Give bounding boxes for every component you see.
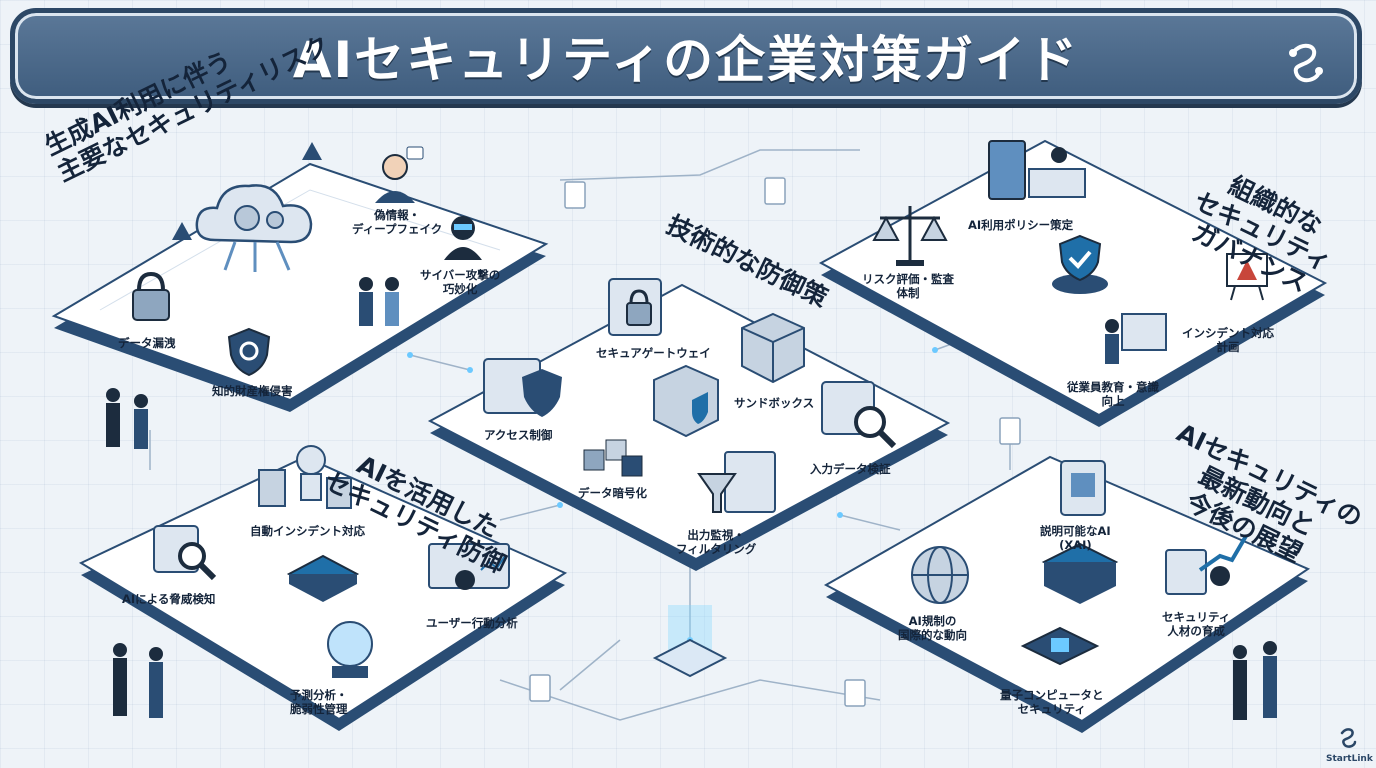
cloud-gears-icon <box>195 184 313 272</box>
people-talking-icon <box>359 277 399 326</box>
sandbox-cube-icon <box>741 312 805 384</box>
governance-label-incident: インシデント対応 計画 <box>1182 326 1274 354</box>
robot-icon <box>258 445 352 509</box>
trends-label-xai: 説明可能なAI (XAI) <box>1040 524 1111 552</box>
risk-label-ip: 知的財産権侵害 <box>212 384 293 398</box>
globe-icon <box>911 546 969 604</box>
risk-label-cyberattack: サイバー攻撃の 巧妙化 <box>420 268 501 296</box>
warning-icon <box>172 222 192 240</box>
trends-label-regulation: AI規制の 国際的な動向 <box>898 614 967 642</box>
defense-label-encryption: データ暗号化 <box>578 486 647 500</box>
ai-server-icon <box>1041 542 1119 604</box>
business-people-icon <box>1233 641 1277 720</box>
ai-security-label-behavior: ユーザー行動分析 <box>426 616 518 630</box>
person-with-chat-icon <box>375 146 424 203</box>
ai-security-label-incident: 自動インシデント対応 <box>250 524 365 538</box>
hacker-icon <box>444 216 482 260</box>
document-icon <box>844 679 866 707</box>
governance-label-audit: リスク評価・監査 体制 <box>862 272 954 300</box>
central-vault-icon <box>653 364 719 438</box>
document-icon <box>564 181 586 209</box>
gateway-lock-icon <box>608 278 662 336</box>
scales-icon <box>872 206 948 266</box>
quantum-chip-icon <box>1020 626 1100 666</box>
warning-board-icon <box>1226 253 1268 301</box>
defense-label-gateway: セキュアゲートウェイ <box>596 346 711 360</box>
document-icon <box>999 417 1021 445</box>
padlock-folder-icon <box>132 271 170 321</box>
central-node-icon <box>652 605 728 678</box>
governance-shield-icon <box>1052 234 1108 294</box>
trends-label-talent: セキュリティ 人材の育成 <box>1162 610 1231 638</box>
ai-chip-icon <box>1060 460 1106 516</box>
shield-icon <box>227 327 271 377</box>
policy-book-icon <box>988 140 1086 200</box>
page-title: AIセキュリティの企業対策ガイド <box>292 31 1080 89</box>
crystal-ball-icon <box>327 621 373 678</box>
warning-icon <box>302 142 322 160</box>
funnel-icon <box>697 451 776 513</box>
document-icon <box>764 177 786 205</box>
defense-label-output: 出力監視・ フィルタリング <box>676 528 757 556</box>
trends-label-quantum: 量子コンピュータと セキュリティ <box>1000 688 1104 716</box>
title-banner: AIセキュリティの企業対策ガイド <box>10 8 1362 104</box>
magnifier-icon <box>821 381 897 449</box>
defense-label-access: アクセス制御 <box>484 428 553 442</box>
ai-chip-center-icon <box>286 554 360 602</box>
startlink-logo-icon <box>1340 728 1357 748</box>
ai-security-label-predict: 予測分析・ 脆弱性管理 <box>290 688 348 716</box>
risk-label-deepfake: 偽情報・ ディープフェイク <box>352 208 443 236</box>
business-people-icon <box>113 643 163 718</box>
governance-label-training: 従業員教育・意識 向上 <box>1067 380 1159 408</box>
encrypted-cubes-icon <box>583 439 643 477</box>
document-icon <box>529 674 551 702</box>
business-people-icon <box>106 388 148 449</box>
access-shield-icon <box>483 358 562 417</box>
ai-security-label-threat: AIによる脅威検知 <box>122 592 216 606</box>
brand-logo-bottom: StartLink <box>1326 724 1373 764</box>
user-analytics-icon <box>428 543 510 590</box>
defense-label-sandbox: サンドボックス <box>734 396 815 410</box>
governance-label-policy: AI利用ポリシー策定 <box>968 218 1074 232</box>
brand-name: StartLink <box>1326 754 1373 764</box>
training-icon <box>1105 313 1167 364</box>
graduate-chart-icon <box>1165 534 1248 595</box>
startlink-logo-icon <box>1289 43 1323 83</box>
risk-label-data-leak: データ漏洩 <box>118 336 176 350</box>
defense-label-input: 入力データ検証 <box>810 462 891 476</box>
threat-scan-icon <box>153 525 217 581</box>
